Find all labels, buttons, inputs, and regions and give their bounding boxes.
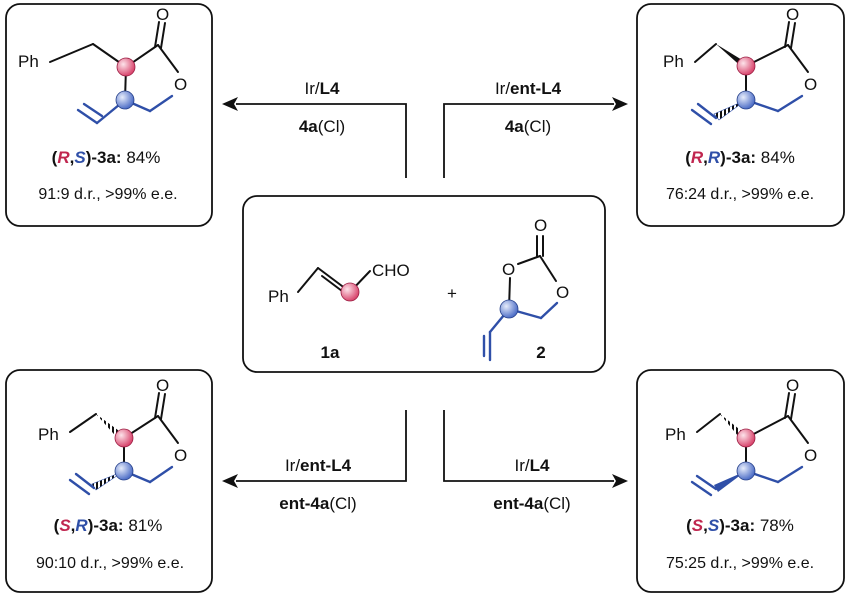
svg-text:Ph: Ph bbox=[665, 425, 686, 444]
conditions-top-left-line1: Ir/L4 bbox=[305, 79, 340, 98]
svg-text:CHO: CHO bbox=[372, 261, 410, 280]
svg-text:O: O bbox=[502, 260, 515, 279]
conditions-bottom-right-line1: Ir/L4 bbox=[515, 456, 550, 475]
svg-text:O: O bbox=[786, 5, 799, 24]
svg-text:O: O bbox=[156, 5, 169, 24]
svg-text:O: O bbox=[534, 216, 547, 235]
molecule-bl: Ph O O bbox=[38, 376, 187, 496]
svg-text:O: O bbox=[156, 376, 169, 395]
product-br-selectivity: 75:25 d.r., >99% e.e. bbox=[666, 555, 814, 572]
product-box-bottom-right bbox=[636, 369, 845, 593]
product-br-label: (S,S)-3a: 78% bbox=[686, 516, 794, 535]
product-box-top-right bbox=[636, 3, 845, 227]
molecule-tr: Ph O O bbox=[663, 5, 817, 126]
svg-text:O: O bbox=[804, 75, 817, 94]
svg-text:Ph: Ph bbox=[663, 52, 684, 71]
reactant-plus: + bbox=[447, 284, 457, 303]
conditions-top-right-line1: Ir/ent-L4 bbox=[495, 79, 562, 98]
molecule-1a: Ph CHO bbox=[268, 261, 410, 306]
product-tl-selectivity: 91:9 d.r., >99% e.e. bbox=[38, 186, 177, 203]
svg-text:O: O bbox=[174, 446, 187, 465]
molecule-br: Ph O O bbox=[665, 376, 817, 497]
conditions-bottom-left-line2: ent-4a(Cl) bbox=[279, 494, 356, 513]
svg-text:Ph: Ph bbox=[268, 287, 289, 306]
arrow-bottom-left bbox=[222, 410, 407, 488]
arrow-top-left bbox=[222, 97, 407, 178]
product-bl-selectivity: 90:10 d.r., >99% e.e. bbox=[36, 555, 184, 572]
product-tr-label: (R,R)-3a: 84% bbox=[685, 148, 795, 167]
molecule-2: O O O bbox=[482, 216, 569, 362]
conditions-bottom-left-line1: Ir/ent-L4 bbox=[285, 456, 352, 475]
svg-text:O: O bbox=[786, 376, 799, 395]
product-tr-selectivity: 76:24 d.r., >99% e.e. bbox=[666, 186, 814, 203]
molecule-tl: Ph O O bbox=[18, 5, 187, 125]
conditions-bottom-right-line2: ent-4a(Cl) bbox=[493, 494, 570, 513]
arrow-top-right bbox=[443, 97, 628, 178]
svg-text:O: O bbox=[174, 75, 187, 94]
product-bl-label: (S,R)-3a: 81% bbox=[54, 516, 163, 535]
reactant-label-1a: 1a bbox=[321, 343, 340, 362]
arrow-bottom-right bbox=[443, 410, 628, 488]
reactant-label-2: 2 bbox=[536, 343, 545, 362]
svg-text:O: O bbox=[556, 283, 569, 302]
svg-text:Ph: Ph bbox=[38, 425, 59, 444]
product-tl-label: (R,S)-3a: 84% bbox=[52, 148, 161, 167]
conditions-top-right-line2: 4a(Cl) bbox=[505, 117, 551, 136]
svg-text:Ph: Ph bbox=[18, 52, 39, 71]
reactant-box bbox=[242, 195, 606, 373]
svg-text:O: O bbox=[804, 446, 817, 465]
conditions-top-left-line2: 4a(Cl) bbox=[299, 117, 345, 136]
